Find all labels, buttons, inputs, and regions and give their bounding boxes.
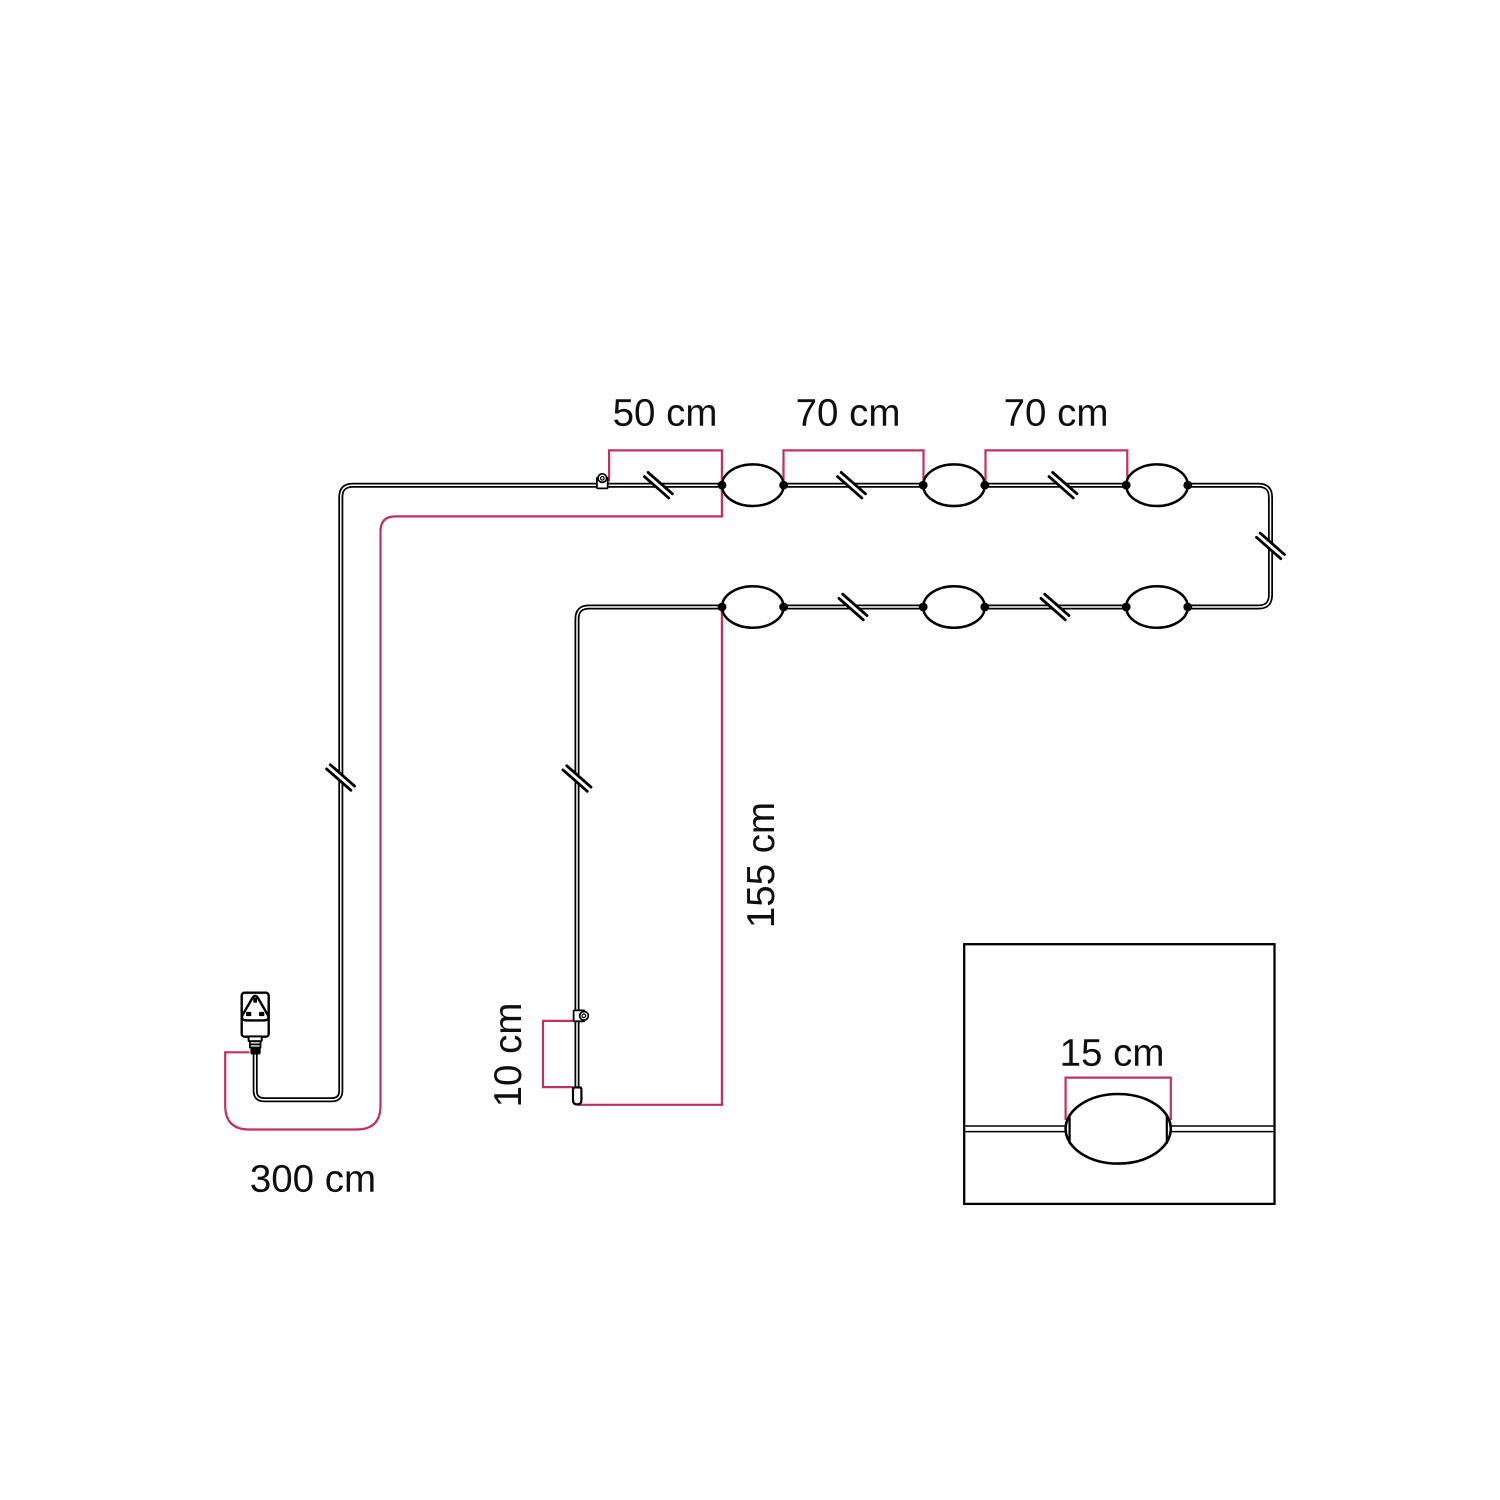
label-10cm: 10 cm (486, 1002, 530, 1108)
eyelet-hook-icon (596, 472, 609, 490)
cable-breaks-group (325, 470, 1286, 793)
lamp-socket-dot (779, 480, 788, 490)
lamp-oval-icon (921, 584, 987, 630)
cable-break-icon (836, 470, 867, 500)
cable-inner-white (254, 484, 1272, 1101)
lamp-socket-dots (717, 480, 1193, 612)
lamp-socket-dot (980, 602, 990, 612)
lamp-socket-dot (1183, 602, 1193, 612)
uk-plug-icon (240, 991, 270, 1055)
dimension-bracket-10cm (541, 1019, 575, 1089)
cable-break-icon (561, 764, 593, 793)
lamp-socket-dot (717, 602, 727, 612)
lamp-socket-dot (918, 602, 928, 612)
dimension-bracket-70cm-1 (782, 449, 925, 482)
dimension-line-155cm (578, 609, 723, 1106)
cable-break-icon (1255, 531, 1286, 561)
cable-tip-icon (571, 1086, 583, 1106)
dimension-lines-group (224, 449, 1129, 1131)
lamp-oval-icon (720, 584, 785, 630)
lamp-socket-dot (717, 480, 727, 490)
inset-lamp-oval-icon (1064, 1092, 1173, 1165)
lamp-socket-dot (980, 480, 990, 490)
lamp-oval-icon (921, 463, 987, 508)
cable-break-icon (1047, 470, 1079, 500)
label-50cm: 50 cm (612, 391, 718, 435)
cable-break-icon (1039, 592, 1071, 622)
label-155cm: 155 cm (740, 801, 784, 929)
eyelet-hook-icon (572, 1009, 590, 1023)
lamp-socket-dot (1121, 602, 1131, 612)
main-cable (252, 482, 1273, 1103)
dimension-bracket-15cm (1064, 1076, 1172, 1120)
label-15cm: 15 cm (1059, 1031, 1165, 1075)
lamps-group (720, 463, 1190, 630)
lamp-oval-icon (1124, 584, 1190, 630)
lamp-socket-dot (1121, 480, 1131, 490)
cable-break-icon (837, 592, 869, 622)
lamp-oval-icon (720, 463, 785, 508)
cable-break-icon (643, 470, 674, 500)
lamp-socket-dot (1183, 480, 1193, 490)
label-300cm: 300 cm (250, 1157, 377, 1201)
dimension-line-300cm-and-50cm (224, 449, 723, 1131)
cable-break-icon (325, 763, 357, 792)
lamp-detail-inset-box (963, 943, 1276, 1206)
lamp-socket-dot (779, 602, 788, 612)
label-70cm-1: 70 cm (795, 391, 901, 435)
label-70cm-2: 70 cm (1003, 391, 1109, 435)
lamp-oval-icon (1124, 463, 1190, 508)
lamp-socket-dot (918, 480, 928, 490)
dimension-bracket-70cm-2 (984, 449, 1129, 482)
